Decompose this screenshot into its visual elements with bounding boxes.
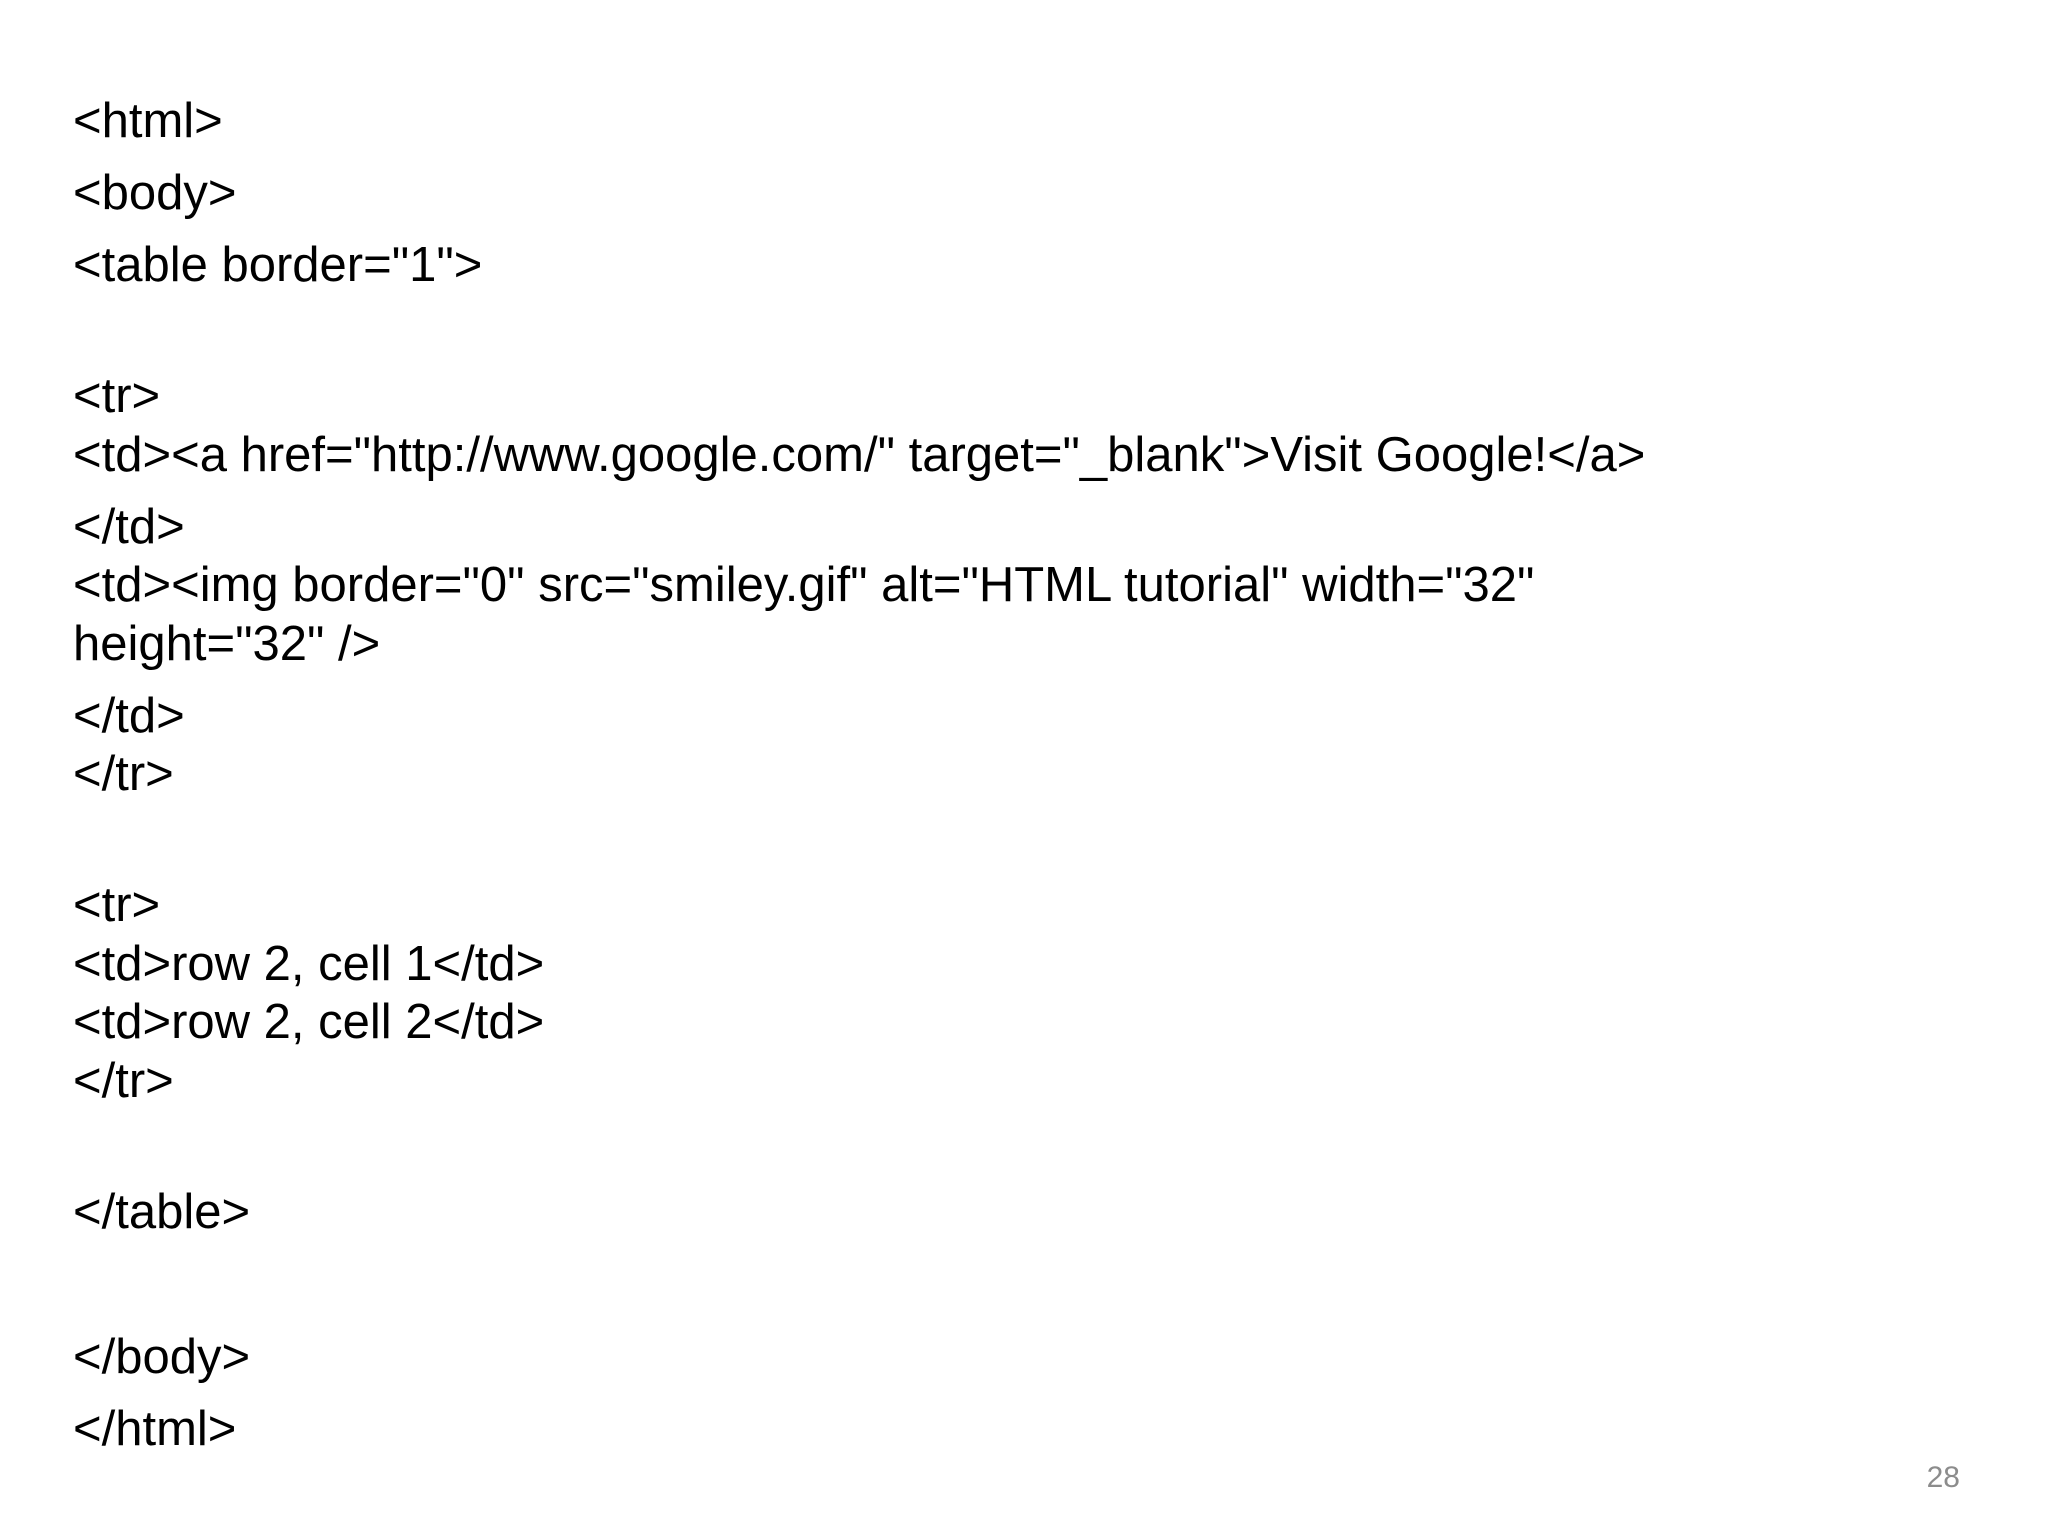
code-line-td-close-1: </td> <box>73 500 185 554</box>
code-line-table-open: <table border="1"> <box>73 238 483 292</box>
code-line-body-close: </body> <box>73 1330 251 1384</box>
code-line-body-open: <body> <box>73 166 237 220</box>
code-line-tr-open-1: <tr> <box>73 369 161 423</box>
code-line-tr-close-1: </tr> <box>73 747 174 801</box>
page-number: 28 <box>1926 1461 1960 1494</box>
code-line-tr-open-2: <tr> <box>73 878 161 932</box>
code-line-table-close: </table> <box>73 1185 251 1239</box>
code-line-row2-cell2: <td>row 2, cell 2</td> <box>73 995 545 1049</box>
code-line-html-close: </html> <box>73 1402 237 1456</box>
code-line-html-open: <html> <box>73 94 223 148</box>
code-line-img-height: height="32" /> <box>73 617 381 671</box>
code-line-tr-close-2: </tr> <box>73 1054 174 1108</box>
code-line-td-img: <td><img border="0" src="smiley.gif" alt… <box>73 558 1535 612</box>
code-line-td-link: <td><a href="http://www.google.com/" tar… <box>73 428 1646 482</box>
code-line-td-close-2: </td> <box>73 689 185 743</box>
code-line-row2-cell1: <td>row 2, cell 1</td> <box>73 937 545 991</box>
